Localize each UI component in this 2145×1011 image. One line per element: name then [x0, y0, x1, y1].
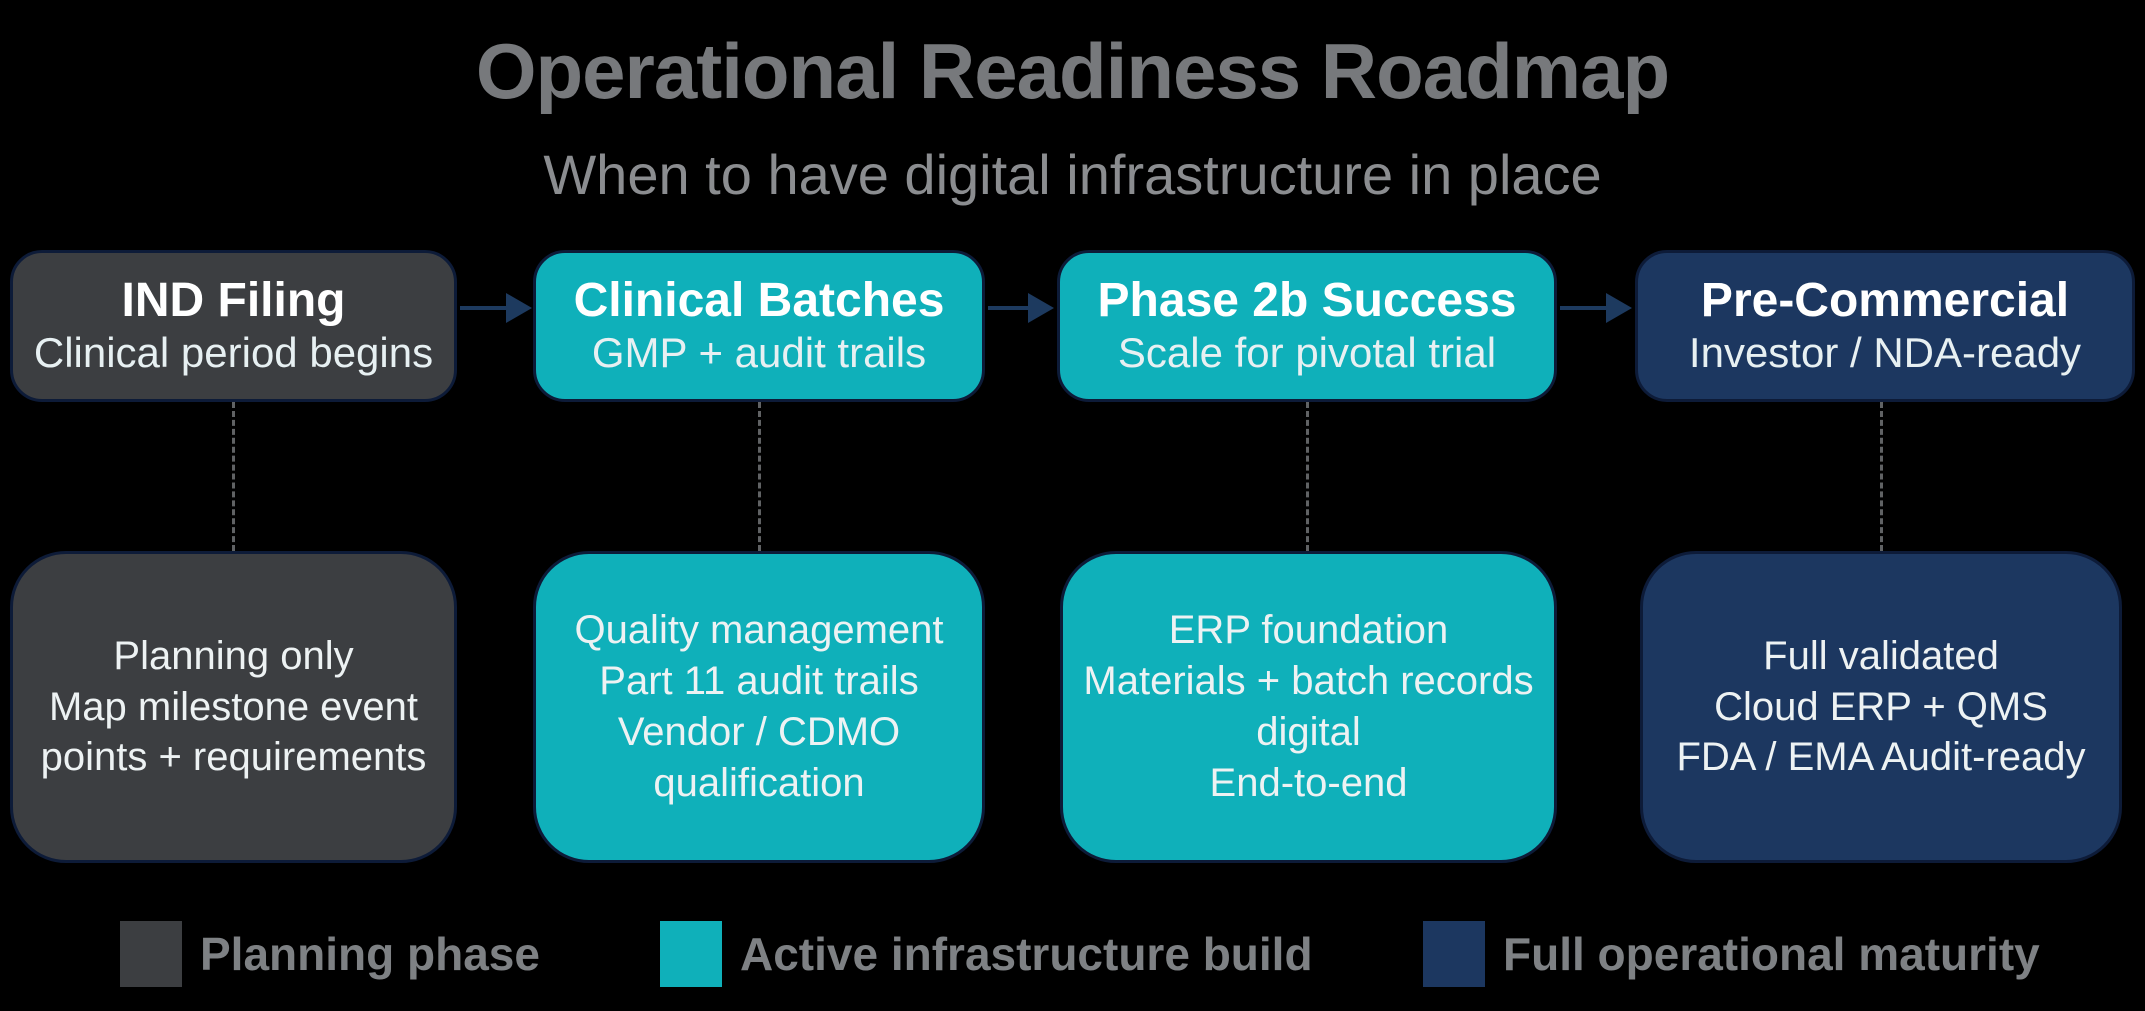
detail-box-phase-2b-success: ERP foundation Materials + batch records…: [1060, 551, 1557, 863]
milestone-title: IND Filing: [121, 274, 346, 328]
legend-swatch-full-maturity: [1423, 921, 1485, 987]
detail-box-pre-commercial: Full validated Cloud ERP + QMS FDA / EMA…: [1640, 551, 2122, 863]
arrow-line: [1560, 306, 1606, 310]
legend-label: Active infrastructure build: [740, 928, 1313, 980]
arrow-head-icon: [1028, 293, 1054, 323]
detail-line: Vendor / CDMO qualification: [617, 710, 901, 805]
legend-item-planning: Planning phase: [120, 918, 540, 990]
arrow-head-icon: [506, 293, 532, 323]
legend-item-active-build: Active infrastructure build: [660, 918, 1313, 990]
flow-arrow-icon: [988, 288, 1054, 328]
legend-swatch-active-build: [660, 921, 722, 987]
arrow-head-icon: [1606, 293, 1632, 323]
milestone-box-pre-commercial: Pre-Commercial Investor / NDA-ready: [1635, 250, 2135, 402]
flow-arrow-icon: [1560, 288, 1632, 328]
detail-line: Planning only: [113, 633, 354, 678]
milestone-subtitle: Scale for pivotal trial: [1117, 329, 1497, 377]
arrow-line: [460, 306, 506, 310]
detail-line: Quality management: [574, 608, 944, 653]
milestone-subtitle: Investor / NDA-ready: [1688, 329, 2082, 377]
detail-line: Cloud ERP + QMS: [1714, 684, 2048, 729]
milestone-box-clinical-batches: Clinical Batches GMP + audit trails: [533, 250, 985, 402]
legend-label: Planning phase: [200, 928, 540, 980]
connector-line: [1306, 402, 1309, 551]
detail-box-clinical-batches: Quality management Part 11 audit trails …: [533, 551, 985, 863]
detail-line: Materials + batch records digital: [1083, 659, 1534, 754]
milestone-title: Pre-Commercial: [1700, 274, 2070, 328]
detail-box-ind-filing: Planning only Map milestone event points…: [10, 551, 457, 863]
detail-line: Map milestone event points + requirement…: [40, 684, 427, 780]
connector-line: [1880, 402, 1883, 551]
milestone-box-phase-2b-success: Phase 2b Success Scale for pivotal trial: [1057, 250, 1557, 402]
milestone-title: Clinical Batches: [573, 274, 945, 328]
arrow-line: [988, 306, 1028, 310]
page-subtitle: When to have digital infrastructure in p…: [543, 143, 1602, 206]
legend-label: Full operational maturity: [1503, 928, 2040, 980]
legend-swatch-planning: [120, 921, 182, 987]
detail-line: Part 11 audit trails: [599, 659, 919, 704]
connector-line: [232, 402, 235, 551]
milestone-title: Phase 2b Success: [1097, 274, 1517, 328]
page-title: Operational Readiness Roadmap: [475, 27, 1670, 115]
detail-line: ERP foundation: [1168, 608, 1449, 653]
milestone-box-ind-filing: IND Filing Clinical period begins: [10, 250, 457, 402]
connector-line: [758, 402, 761, 551]
milestone-subtitle: GMP + audit trails: [591, 329, 927, 377]
flow-arrow-icon: [460, 288, 532, 328]
milestone-subtitle: Clinical period begins: [33, 329, 434, 377]
legend-item-full-maturity: Full operational maturity: [1423, 918, 2040, 990]
detail-line: FDA / EMA Audit-ready: [1676, 735, 2086, 780]
detail-line: Full validated: [1763, 633, 1999, 678]
detail-line: End-to-end: [1209, 760, 1408, 805]
